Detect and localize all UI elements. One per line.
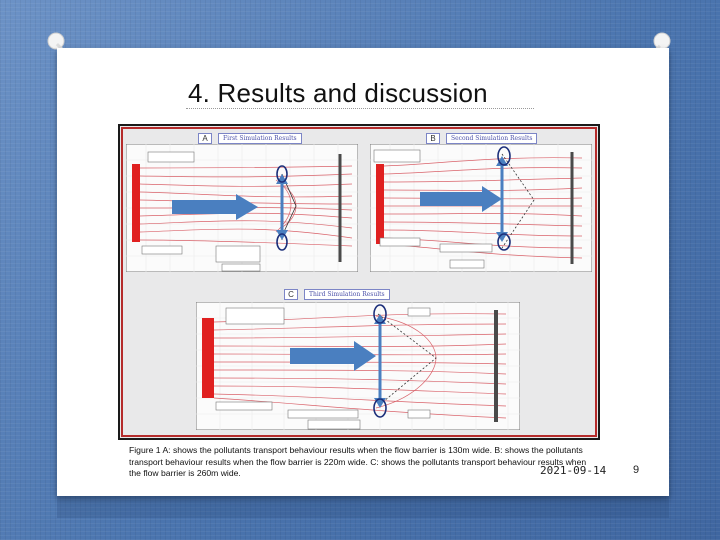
title-underline	[186, 108, 534, 109]
panel-a	[125, 143, 359, 273]
panel-c-image	[195, 301, 521, 431]
panel-b-heading: Second Simulation Results	[446, 133, 538, 144]
panel-b-letter: B	[426, 133, 440, 144]
slide-page-number: 9	[633, 464, 640, 476]
slide-title: 4. Results and discussion	[188, 78, 488, 108]
slide-bottom-band	[57, 496, 669, 518]
simulation-figure: A First Simulation Results	[118, 124, 600, 440]
panel-a-image	[125, 143, 359, 273]
panel-c-letter: C	[284, 289, 298, 300]
panel-a-letter: A	[198, 133, 212, 144]
panel-c	[195, 301, 521, 431]
slide-date: 2021-09-14	[540, 464, 607, 477]
panel-b	[369, 143, 593, 273]
panel-b-image	[369, 143, 593, 273]
panel-a-heading: First Simulation Results	[218, 133, 302, 144]
panel-c-heading: Third Simulation Results	[304, 289, 390, 300]
figure-caption: Figure 1 A: shows the pollutants transpo…	[129, 445, 587, 478]
